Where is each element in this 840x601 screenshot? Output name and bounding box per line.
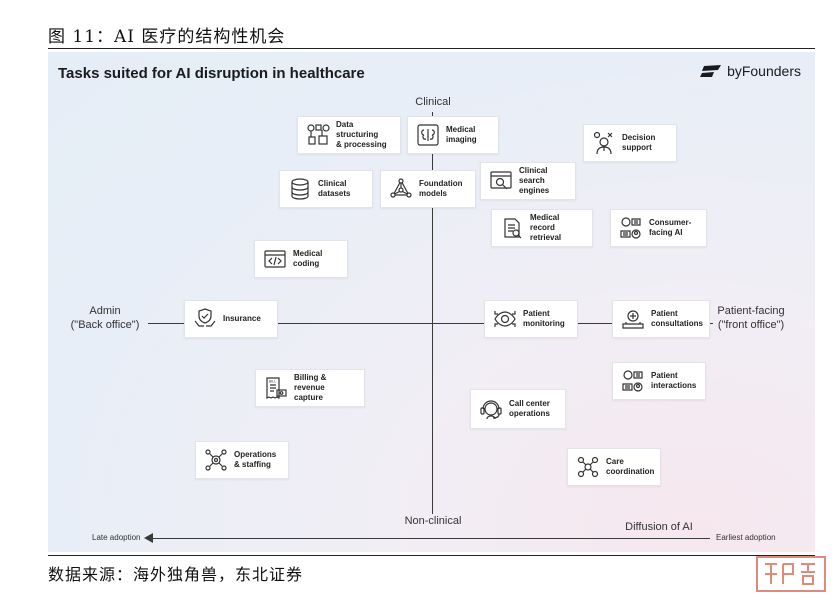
card-label: Care coordination bbox=[606, 457, 655, 476]
diffusion-title: Diffusion of AI bbox=[625, 521, 693, 533]
card-label: Billing & revenue capture bbox=[294, 373, 327, 402]
care-network-icon bbox=[577, 456, 599, 478]
panel-title: Tasks suited for AI disruption in health… bbox=[58, 65, 365, 82]
card-label: Foundation models bbox=[419, 179, 463, 198]
data-structuring-icon bbox=[307, 124, 330, 145]
axis-label-admin: Admin ("Back office") bbox=[60, 304, 150, 332]
record-icon bbox=[504, 218, 522, 239]
figure-caption: 图 11：AI 医疗的结构性机会 bbox=[48, 27, 286, 47]
late-adoption-label: Late adoption bbox=[92, 533, 141, 542]
eye-icon bbox=[494, 311, 516, 327]
watermark-seal bbox=[756, 556, 826, 592]
axis-label-patient-facing: Patient-facing ("front office") bbox=[711, 304, 791, 332]
front-office-line: ("front office") bbox=[717, 319, 785, 331]
card-call-center: Call center operations bbox=[470, 389, 566, 429]
card-decision-support: Decision support bbox=[583, 124, 677, 162]
card-label: Data structuring & processing bbox=[336, 120, 387, 149]
doctor-decision-icon bbox=[593, 131, 613, 155]
card-medical-coding: Medical coding bbox=[254, 240, 348, 278]
card-patient-interactions: Patient interactions bbox=[612, 362, 706, 400]
bill-icon: BILL bbox=[266, 377, 287, 399]
bottom-rule bbox=[48, 555, 815, 556]
byfounders-logo-icon bbox=[700, 65, 722, 77]
card-label: Clinical datasets bbox=[318, 179, 351, 198]
card-clinical-search: Clinical search engines bbox=[480, 162, 576, 200]
card-label: Medical record retrieval bbox=[530, 213, 562, 242]
horizontal-axis bbox=[148, 323, 713, 324]
headset-icon bbox=[480, 400, 502, 420]
patient-facing-line: Patient-facing bbox=[717, 305, 785, 317]
card-patient-consultations: Patient consultations bbox=[612, 300, 710, 338]
diffusion-arrowhead bbox=[144, 533, 153, 543]
card-label: Decision support bbox=[622, 133, 656, 152]
axis-label-clinical: Clinical bbox=[415, 96, 451, 108]
card-label: Insurance bbox=[223, 314, 261, 323]
card-operations-staffing: Operations & staffing bbox=[195, 441, 289, 479]
card-label: Medical coding bbox=[293, 249, 323, 268]
axis-label-nonclinical: Non-clinical bbox=[404, 515, 462, 527]
chat-user-icon bbox=[622, 370, 643, 392]
card-billing-revenue: BILL Billing & revenue capture bbox=[255, 369, 365, 407]
brand-logo: byFounders bbox=[700, 63, 801, 79]
card-insurance: Insurance bbox=[184, 300, 278, 338]
shield-hand-icon bbox=[194, 308, 216, 327]
brand-name: byFounders bbox=[727, 63, 801, 79]
vertical-axis bbox=[432, 112, 433, 514]
svg-text:BILL: BILL bbox=[269, 380, 276, 384]
code-icon bbox=[264, 250, 286, 268]
card-label: Patient interactions bbox=[651, 371, 697, 390]
card-foundation-models: Foundation models bbox=[380, 170, 476, 208]
card-label: Medical imaging bbox=[446, 125, 477, 144]
network-icon bbox=[390, 178, 412, 198]
diagram-panel: Tasks suited for AI disruption in health… bbox=[48, 52, 815, 552]
source-note: 数据来源：海外独角兽，东北证券 bbox=[48, 565, 304, 584]
card-label: Call center operations bbox=[509, 399, 550, 418]
top-rule bbox=[48, 48, 815, 49]
card-label: Clinical search engines bbox=[519, 166, 550, 195]
medical-case-icon bbox=[622, 310, 644, 329]
brain-scan-icon bbox=[417, 124, 439, 146]
search-icon bbox=[490, 171, 512, 190]
chat-user-icon bbox=[620, 217, 641, 239]
card-data-structuring: Data structuring & processing bbox=[297, 116, 401, 154]
card-medical-record-retrieval: Medical record retrieval bbox=[491, 209, 593, 247]
earliest-adoption-label: Earliest adoption bbox=[716, 533, 776, 542]
diffusion-line bbox=[150, 538, 710, 539]
card-consumer-facing-ai: Consumer- facing AI bbox=[610, 209, 707, 247]
card-clinical-datasets: Clinical datasets bbox=[279, 170, 373, 208]
card-patient-monitoring: Patient monitoring bbox=[484, 300, 578, 338]
card-label: Patient consultations bbox=[651, 309, 704, 328]
database-icon bbox=[291, 178, 309, 200]
admin-line: Admin bbox=[89, 305, 121, 317]
card-label: Operations & staffing bbox=[234, 450, 277, 469]
card-label: Consumer- facing AI bbox=[649, 218, 692, 237]
back-office-line: ("Back office") bbox=[70, 319, 140, 331]
card-label: Patient monitoring bbox=[523, 309, 565, 328]
card-care-coordination: Care coordination bbox=[567, 448, 661, 486]
seal-icon bbox=[765, 563, 815, 585]
card-medical-imaging: Medical imaging bbox=[407, 116, 499, 154]
operations-icon bbox=[205, 449, 227, 471]
